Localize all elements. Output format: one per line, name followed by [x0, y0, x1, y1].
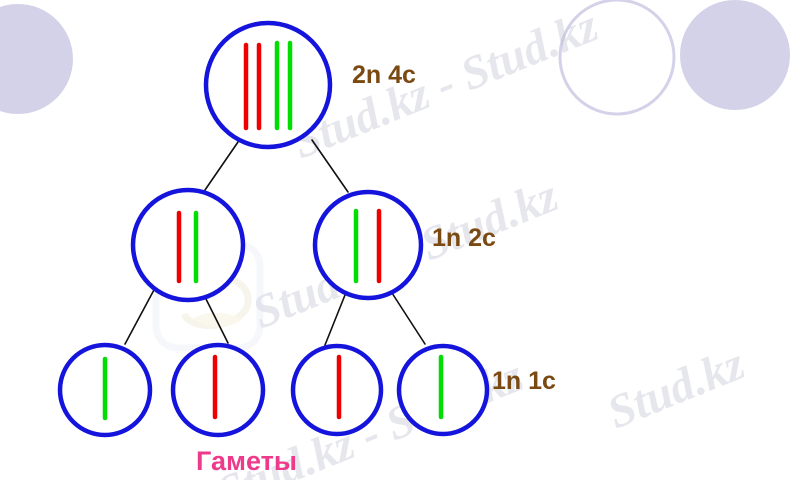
circle-outline-top-right [558, 0, 676, 116]
connector-line-5 [324, 294, 346, 346]
ploidy-label-1n1c: 1n 1c [492, 367, 556, 395]
cell-secondary-right-membrane [312, 189, 424, 301]
ploidy-label-2n4c: 2n 4c [352, 61, 416, 89]
decorative-shapes [0, 0, 790, 116]
filled-circle-top-right [680, 0, 790, 110]
cell-gamete-2 [170, 342, 266, 438]
cell-secondary-left [130, 187, 246, 303]
connector-line-1 [204, 141, 239, 191]
secondary-cell-row [130, 187, 424, 303]
connector-line-2 [311, 139, 349, 193]
half-circle-top-left [0, 4, 73, 114]
connector-line-4 [204, 296, 229, 344]
cell-gamete-2-membrane [170, 342, 266, 438]
parent-cell-row [203, 20, 333, 150]
gametes-caption: Гаметы [196, 446, 297, 476]
gamete-row [57, 342, 490, 438]
cell-parent [203, 20, 333, 150]
cell-secondary-right [312, 189, 424, 301]
cell-gamete-1 [57, 342, 153, 438]
cell-secondary-left-membrane [130, 187, 246, 303]
cell-group [57, 20, 490, 438]
connector-line-6 [391, 292, 426, 345]
ploidy-label-1n2c: 1n 2c [432, 224, 496, 252]
connector-lines [124, 139, 426, 346]
cell-gamete-3 [290, 343, 384, 437]
connector-line-3 [124, 287, 156, 345]
cell-gamete-4 [396, 343, 490, 437]
cell-parent-membrane [203, 20, 333, 150]
